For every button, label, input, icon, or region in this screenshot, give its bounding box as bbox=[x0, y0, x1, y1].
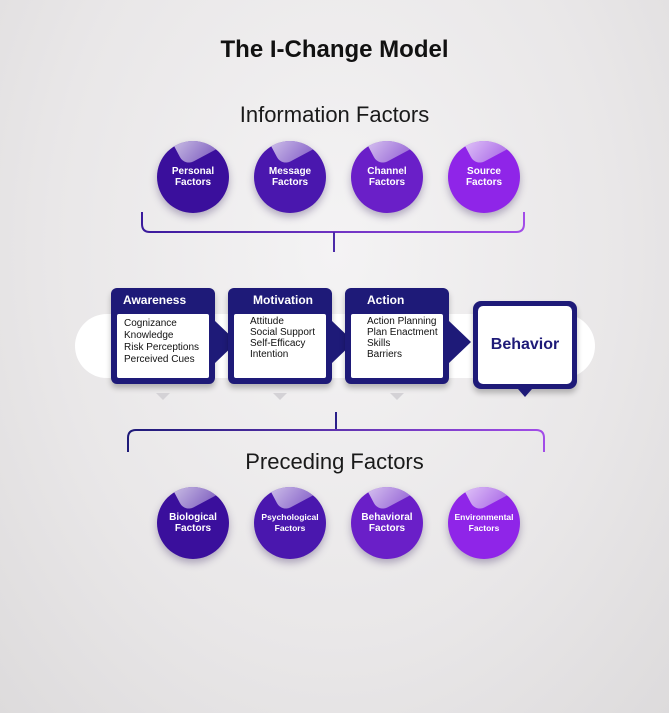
info-factor-label: Channel Factors bbox=[367, 166, 407, 188]
stage-heading: Action bbox=[367, 293, 405, 307]
stage-item: Action Planning bbox=[367, 316, 437, 327]
stage-action: Action Action Planning Plan Enactment Sk… bbox=[345, 288, 449, 384]
stage-heading: Motivation bbox=[253, 293, 313, 307]
info-factor-message: Message Factors bbox=[254, 141, 326, 213]
preceding-bracket bbox=[127, 429, 545, 452]
info-factor-label: Personal Factors bbox=[171, 166, 215, 188]
info-factor-source: Source Factors bbox=[448, 141, 520, 213]
behavior-label: Behavior bbox=[490, 336, 560, 353]
info-factor-label: Source Factors bbox=[465, 166, 503, 188]
info-factor-personal: Personal Factors bbox=[157, 141, 229, 213]
stage-item: Intention bbox=[250, 349, 289, 360]
information-bracket bbox=[141, 212, 525, 233]
stage-item: Risk Perceptions bbox=[124, 342, 200, 353]
preceding-factor-label: Biological Factors bbox=[169, 512, 217, 534]
stage-pointer bbox=[273, 393, 287, 400]
stage-body: Cognizance Knowledge Risk Perceptions Pe… bbox=[117, 314, 209, 378]
diagram-title: The I-Change Model bbox=[220, 36, 449, 63]
stage-body: Attitude Social Support Self-Efficacy In… bbox=[234, 314, 326, 378]
preceding-factor-label: Psychological Factors bbox=[261, 512, 319, 533]
preceding-factors-heading: Preceding Factors bbox=[245, 449, 424, 474]
preceding-factor-label: Environmental Factors bbox=[454, 512, 514, 533]
information-factors-heading: Information Factors bbox=[239, 102, 430, 127]
info-factor-channel: Channel Factors bbox=[351, 141, 423, 213]
stage-item: Self-Efficacy bbox=[250, 338, 306, 349]
stage-pointer bbox=[156, 393, 170, 400]
preceding-factor-biological: Biological Factors bbox=[157, 487, 229, 559]
stage-item: Social Support bbox=[250, 327, 316, 338]
preceding-factor-environmental: Environmental Factors bbox=[448, 487, 520, 559]
behavior-box: Behavior bbox=[473, 301, 577, 389]
stage-item: Barriers bbox=[367, 349, 403, 360]
stage-body: Action Planning Plan Enactment Skills Ba… bbox=[351, 314, 443, 378]
stage-item: Attitude bbox=[250, 316, 284, 327]
preceding-factor-psychological: Psychological Factors bbox=[254, 487, 326, 559]
preceding-factor-label: Behavioral Factors bbox=[361, 512, 413, 534]
behavior-pointer bbox=[518, 389, 532, 397]
stage-pointer bbox=[390, 393, 404, 400]
stage-awareness: Awareness Cognizance Knowledge Risk Perc… bbox=[111, 288, 215, 384]
stage-item: Knowledge bbox=[124, 330, 174, 341]
stage-item: Cognizance bbox=[124, 318, 177, 329]
stage-heading: Awareness bbox=[123, 293, 187, 307]
info-factor-label: Message Factors bbox=[268, 166, 312, 188]
stage-motivation: Motivation Attitude Social Support Self-… bbox=[228, 288, 332, 384]
preceding-factor-behavioral: Behavioral Factors bbox=[351, 487, 423, 559]
stage-item: Plan Enactment bbox=[367, 327, 438, 338]
arrow-icon bbox=[449, 321, 471, 363]
stage-item: Perceived Cues bbox=[124, 354, 195, 365]
stage-item: Skills bbox=[367, 338, 391, 349]
